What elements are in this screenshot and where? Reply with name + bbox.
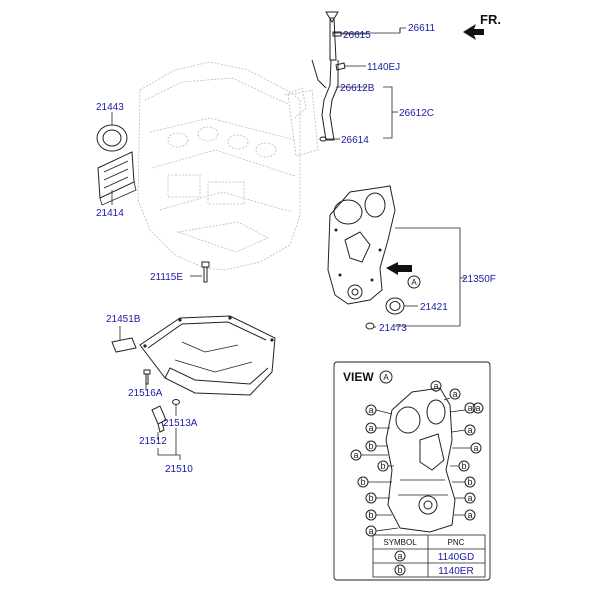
part-1140ej[interactable]: 1140EJ	[367, 62, 400, 73]
part-21510[interactable]: 21510	[165, 464, 193, 475]
engine-block-ghost	[137, 61, 307, 271]
symbol-a: a	[368, 526, 373, 536]
view-leader-lines	[361, 391, 471, 532]
view-ref-letter: A	[383, 373, 389, 382]
part-21513a[interactable]: 21513A	[163, 418, 198, 429]
table-row-pnc[interactable]: 1140GD	[438, 552, 475, 563]
drain-plug	[151, 405, 167, 433]
bolt-symbol-callouts: a a b a b b b b a a a a a a a b b a a	[350, 380, 484, 537]
callout-arrow-icon	[386, 262, 412, 275]
symbol-b: b	[368, 441, 373, 451]
symbol-a: a	[368, 423, 373, 433]
part-21421[interactable]: 21421	[420, 302, 448, 313]
table-header-pnc: PNC	[448, 538, 465, 547]
timing-chain-cover	[327, 185, 396, 305]
table-row-pnc[interactable]: 1140ER	[438, 566, 473, 577]
table-header-symbol: SYMBOL	[383, 538, 417, 547]
front-label: FR.	[480, 12, 501, 27]
part-26612c[interactable]: 26612C	[399, 108, 434, 119]
front-arrow-icon	[463, 24, 484, 40]
bolt-21115e	[201, 261, 210, 283]
part-21512[interactable]: 21512	[139, 436, 167, 447]
symbol-b: b	[380, 461, 385, 471]
table-row-symbol: a	[397, 551, 402, 561]
callout-letter: A	[411, 278, 417, 287]
part-21350f[interactable]: 21350F	[462, 274, 496, 285]
part-21451b[interactable]: 21451B	[106, 314, 141, 325]
part-21443[interactable]: 21443	[96, 102, 124, 113]
symbol-a: a	[467, 425, 472, 435]
part-number-labels: 26611 26615 1140EJ 26612B 26612C 26614 2…	[96, 23, 496, 475]
front-direction-indicator: FR.	[463, 12, 501, 40]
plug-21473	[365, 322, 375, 330]
symbol-a: a	[473, 443, 478, 453]
symbol-a: a	[452, 389, 457, 399]
symbol-pnc-table: SYMBOL PNC a 1140GD b 1140ER	[372, 534, 486, 578]
symbol-a: a	[433, 381, 438, 391]
part-21516a[interactable]: 21516A	[128, 388, 163, 399]
part-26614[interactable]: 26614	[341, 135, 369, 146]
view-cover-outline	[385, 387, 456, 533]
symbol-a: a	[467, 493, 472, 503]
drain-plug-gasket	[172, 399, 180, 405]
part-26612b[interactable]: 26612B	[340, 83, 375, 94]
leader-lines	[111, 27, 466, 460]
symbol-b: b	[368, 493, 373, 503]
rear-oil-seal	[96, 124, 128, 152]
part-26615[interactable]: 26615	[343, 30, 371, 41]
part-26611[interactable]: 26611	[408, 23, 436, 34]
view-a-panel: VIEW A a a b a b b b b a a a a a	[333, 361, 491, 581]
bolt-21516a	[143, 369, 151, 385]
part-21115e[interactable]: 21115E	[150, 272, 183, 283]
oil-level-gauge-assembly	[287, 11, 346, 157]
symbol-b: b	[461, 461, 466, 471]
symbol-a: a	[467, 403, 472, 413]
view-a-callout: A	[386, 262, 421, 289]
part-21414[interactable]: 21414	[96, 208, 124, 219]
symbol-a: a	[368, 405, 373, 415]
oil-baffle	[111, 337, 137, 353]
front-oil-seal	[385, 297, 405, 315]
symbol-b: b	[360, 477, 365, 487]
part-21473[interactable]: 21473	[379, 323, 407, 334]
view-title: VIEW	[343, 370, 374, 384]
oil-seal-case	[97, 151, 137, 206]
symbol-a: a	[353, 450, 358, 460]
symbol-a: a	[467, 510, 472, 520]
symbol-b: b	[368, 510, 373, 520]
table-row-symbol: b	[397, 565, 402, 575]
symbol-a: a	[475, 403, 480, 413]
oil-pan	[139, 315, 276, 396]
symbol-b: b	[467, 477, 472, 487]
